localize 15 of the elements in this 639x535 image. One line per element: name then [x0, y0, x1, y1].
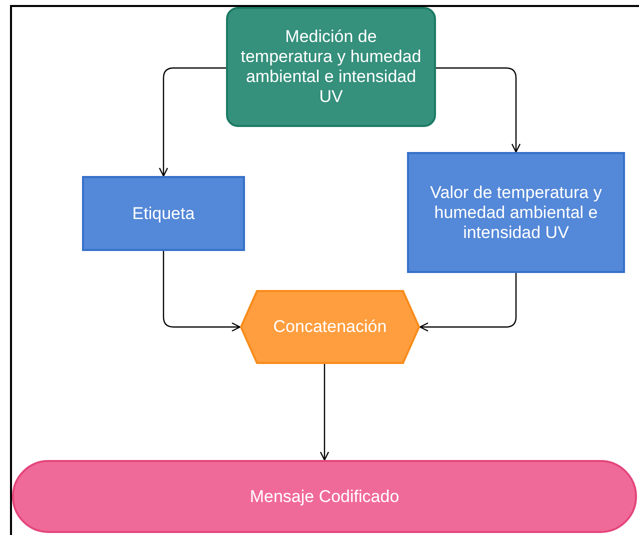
arrow	[162, 251, 241, 332]
arrow	[320, 364, 330, 461]
node-label: Concatenación	[272, 317, 388, 337]
node-label: Valor de temperatura y humedad ambiental e intensidad UV	[429, 182, 603, 242]
process-box	[226, 7, 436, 127]
arrow	[419, 273, 517, 332]
node-label: Medición de temperatura y humedad ambiental e intensidad UV	[240, 27, 422, 107]
process-box	[82, 176, 245, 251]
arrow	[158, 67, 226, 177]
node-label: Etiqueta	[131, 204, 196, 224]
node-label: Mensaje Codificado	[248, 486, 400, 506]
arrow	[436, 67, 521, 153]
hexagon-shape	[240, 290, 420, 364]
process-box	[407, 152, 625, 273]
terminal-shape	[12, 460, 637, 533]
